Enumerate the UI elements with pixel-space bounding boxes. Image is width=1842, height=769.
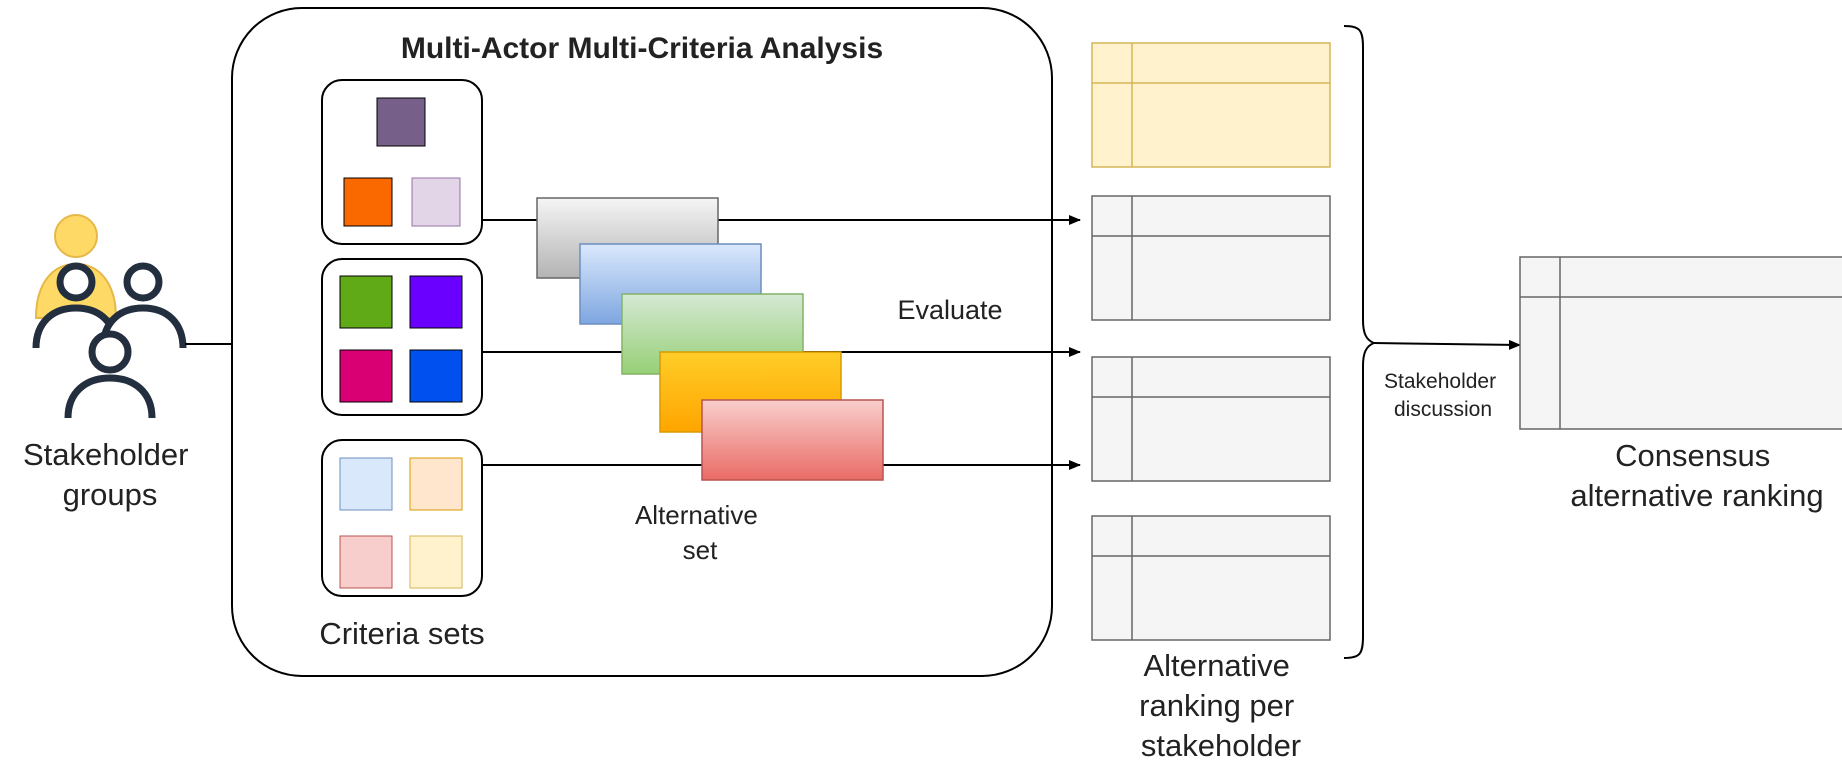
stakeholder-discussion-label: Stakeholder discussion [1384, 370, 1502, 421]
criteria-square [376, 97, 426, 147]
criteria-square [409, 457, 463, 511]
alternative-set-cards [536, 197, 884, 481]
criteria-square [339, 457, 393, 511]
maca-title: Multi-Actor Multi-Criteria Analysis [401, 32, 883, 65]
criteria-square [409, 275, 463, 329]
criteria-square [339, 349, 393, 403]
ranking-table-2 [1091, 195, 1331, 321]
criteria-set-3 [321, 439, 483, 597]
consensus-ranking-label: Consensus alternative ranking [1570, 438, 1823, 513]
evaluate-label: Evaluate [897, 295, 1002, 325]
criteria-square [339, 535, 393, 589]
per-stakeholder-ranking-label: Alternative ranking per stakeholder [1139, 648, 1303, 763]
alternative-card [701, 399, 884, 481]
stakeholder-groups-label: Stakeholder groups [23, 437, 197, 512]
ranking-table-1 [1091, 42, 1331, 168]
users-group-icon [32, 214, 187, 419]
grouping-brace [1343, 25, 1377, 659]
ranking-table-3 [1091, 356, 1331, 482]
criteria-sets-label: Criteria sets [319, 616, 484, 651]
criteria-square [343, 177, 393, 227]
criteria-square [411, 177, 461, 227]
criteria-square [409, 349, 463, 403]
criteria-square [339, 275, 393, 329]
criteria-set-2 [321, 258, 483, 416]
criteria-set-1 [321, 79, 483, 245]
consensus-ranking-table [1519, 256, 1842, 430]
ranking-table-4 [1091, 515, 1331, 641]
discussion-arrow [1373, 339, 1521, 350]
criteria-square [409, 535, 463, 589]
alternative-set-label: Alternative set [635, 500, 765, 565]
